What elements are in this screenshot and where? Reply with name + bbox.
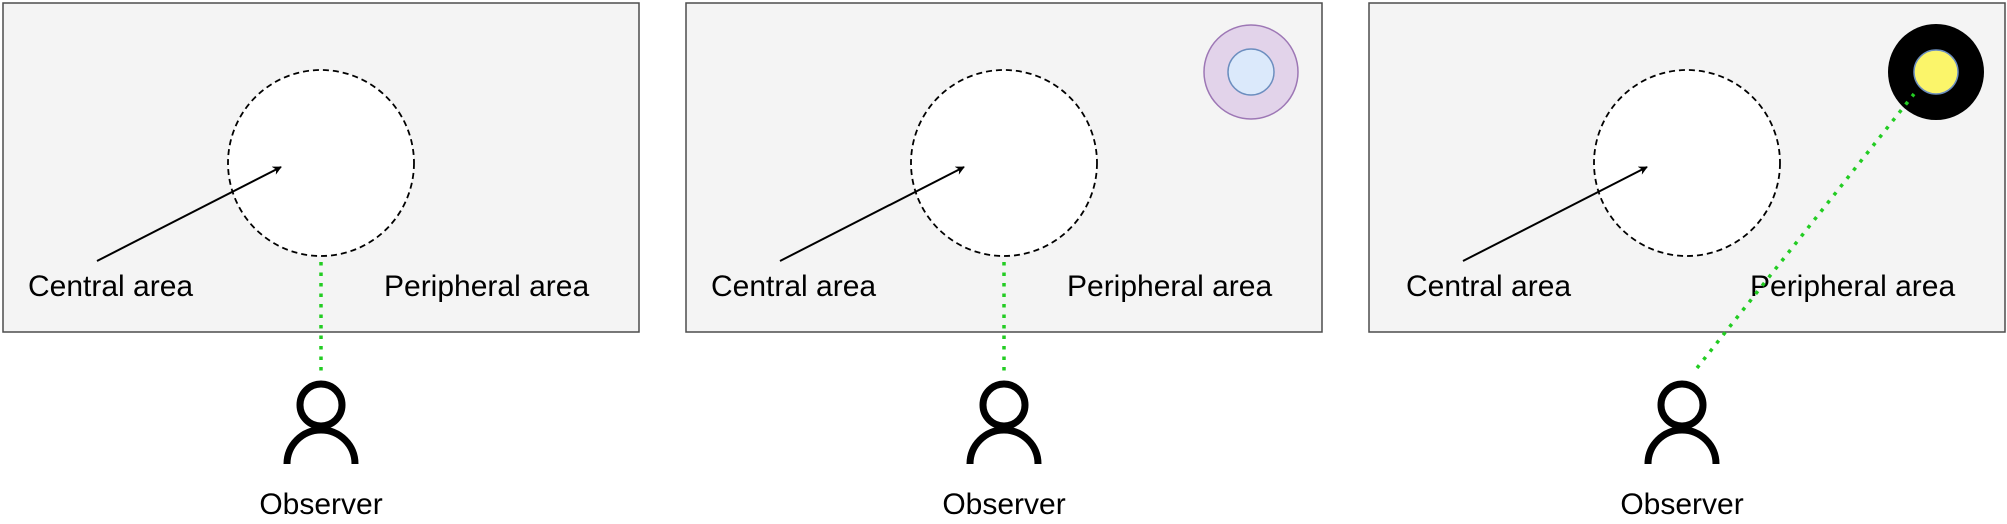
stimulus-core xyxy=(1913,49,1959,95)
central-area-circle xyxy=(1593,69,1781,257)
person-icon xyxy=(966,380,1042,465)
observer-label: Observer xyxy=(1620,488,1743,521)
panel-1: Central area Peripheral area Observer xyxy=(2,2,640,521)
central-area-pointer-arrow xyxy=(1462,166,1648,262)
central-area-label: Central area xyxy=(28,270,193,303)
peripheral-stimulus xyxy=(1888,24,1984,120)
peripheral-area-label: Peripheral area xyxy=(384,270,589,303)
peripheral-area-label: Peripheral area xyxy=(1067,270,1272,303)
panel-2: Central area Peripheral area Observer xyxy=(685,2,1323,521)
peripheral-area-label: Peripheral area xyxy=(1750,270,1955,303)
observer-label: Observer xyxy=(259,488,382,521)
central-area-pointer-arrow xyxy=(779,166,965,262)
central-area-circle xyxy=(227,69,415,257)
central-area-pointer-arrow xyxy=(96,166,282,262)
observer-label: Observer xyxy=(942,488,1065,521)
central-area-label: Central area xyxy=(1406,270,1571,303)
person-icon xyxy=(1644,380,1720,465)
peripheral-stimulus xyxy=(1203,24,1299,120)
central-area-circle xyxy=(910,69,1098,257)
central-area-label: Central area xyxy=(711,270,876,303)
stimulus-core xyxy=(1227,48,1275,96)
panel-3: Central area Peripheral area Observer xyxy=(1368,2,2006,521)
person-icon xyxy=(283,380,359,465)
